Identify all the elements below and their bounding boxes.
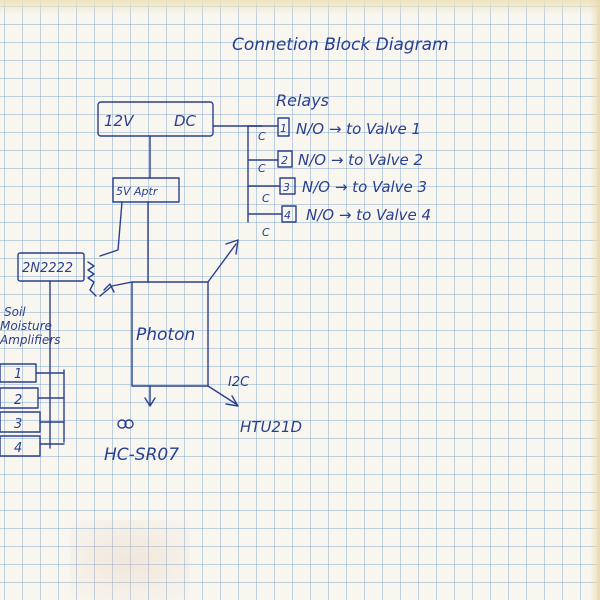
i2c-label: I2C: [228, 375, 250, 390]
paper-stain: [70, 520, 190, 600]
wire-photon-htu21d: [207, 385, 237, 405]
resistor-symbol: [87, 261, 97, 297]
sensors-label-line-1: Soil: [4, 305, 26, 319]
wire-photon-relays: [207, 243, 237, 283]
wire-transistor-photon: [99, 281, 133, 297]
power-supply-box: [97, 101, 214, 137]
sensor-3: 3: [0, 411, 65, 433]
svg-text:1: 1: [14, 367, 22, 382]
relays-label: Relays: [276, 91, 329, 110]
paper-top-edge: [0, 0, 600, 14]
transistor-box: [17, 252, 85, 282]
sensor-2: 2: [0, 387, 65, 409]
relay-row-4: 4 C N/O → to Valve 4: [247, 205, 431, 239]
ultrasonic-transducer-left: [117, 419, 127, 429]
wire-adapter-transistor: [99, 201, 123, 257]
diagram-title: Connetion Block Diagram: [232, 35, 449, 55]
svg-text:C: C: [262, 226, 270, 239]
paper-right-edge: [590, 0, 600, 600]
svg-text:C: C: [258, 162, 266, 175]
svg-text:2: 2: [281, 154, 288, 167]
ultrasonic-label: HC-SR07: [104, 445, 179, 465]
adapter-box: [112, 177, 180, 203]
photon-box: [131, 281, 209, 387]
svg-text:N/O → to Valve 2: N/O → to Valve 2: [298, 151, 423, 169]
arrow-photon-htu21d: [225, 395, 239, 407]
arrow-photon-ultrasonic: [144, 397, 156, 407]
arrow-into-photon: [103, 283, 115, 293]
sensor-1: 1: [0, 363, 65, 383]
relay-row-2: 2 C N/O → to Valve 2: [247, 150, 423, 175]
svg-text:4: 4: [14, 441, 22, 456]
ultrasonic-transducer-right: [124, 419, 134, 429]
svg-text:3: 3: [14, 417, 22, 432]
sensors-label-line-3: Amplifiers: [0, 333, 61, 347]
svg-text:4: 4: [284, 209, 291, 222]
relay-row-3: 3 C N/O → to Valve 3: [247, 177, 427, 205]
adapter-label: 5V Aptr: [116, 185, 159, 198]
photon-label: Photon: [136, 325, 195, 345]
svg-text:2: 2: [14, 393, 22, 408]
relay-row-1: 1 C N/O → to Valve 1: [247, 117, 421, 143]
power-voltage-label: 12V: [104, 112, 135, 130]
power-type-label: DC: [174, 112, 197, 130]
svg-text:C: C: [258, 130, 266, 143]
arrow-photon-relays: [225, 239, 239, 255]
svg-text:N/O → to Valve 4: N/O → to Valve 4: [306, 206, 431, 224]
svg-text:N/O → to Valve 3: N/O → to Valve 3: [302, 178, 427, 196]
svg-text:N/O → to Valve 1: N/O → to Valve 1: [296, 120, 421, 138]
transistor-label: 2N2222: [22, 261, 73, 276]
svg-text:C: C: [262, 192, 270, 205]
sensor-4: 4: [0, 435, 65, 457]
svg-text:3: 3: [283, 181, 290, 194]
sensors-label-line-2: Moisture: [0, 319, 52, 333]
svg-text:1: 1: [280, 122, 287, 135]
htu21d-label: HTU21D: [240, 418, 302, 436]
